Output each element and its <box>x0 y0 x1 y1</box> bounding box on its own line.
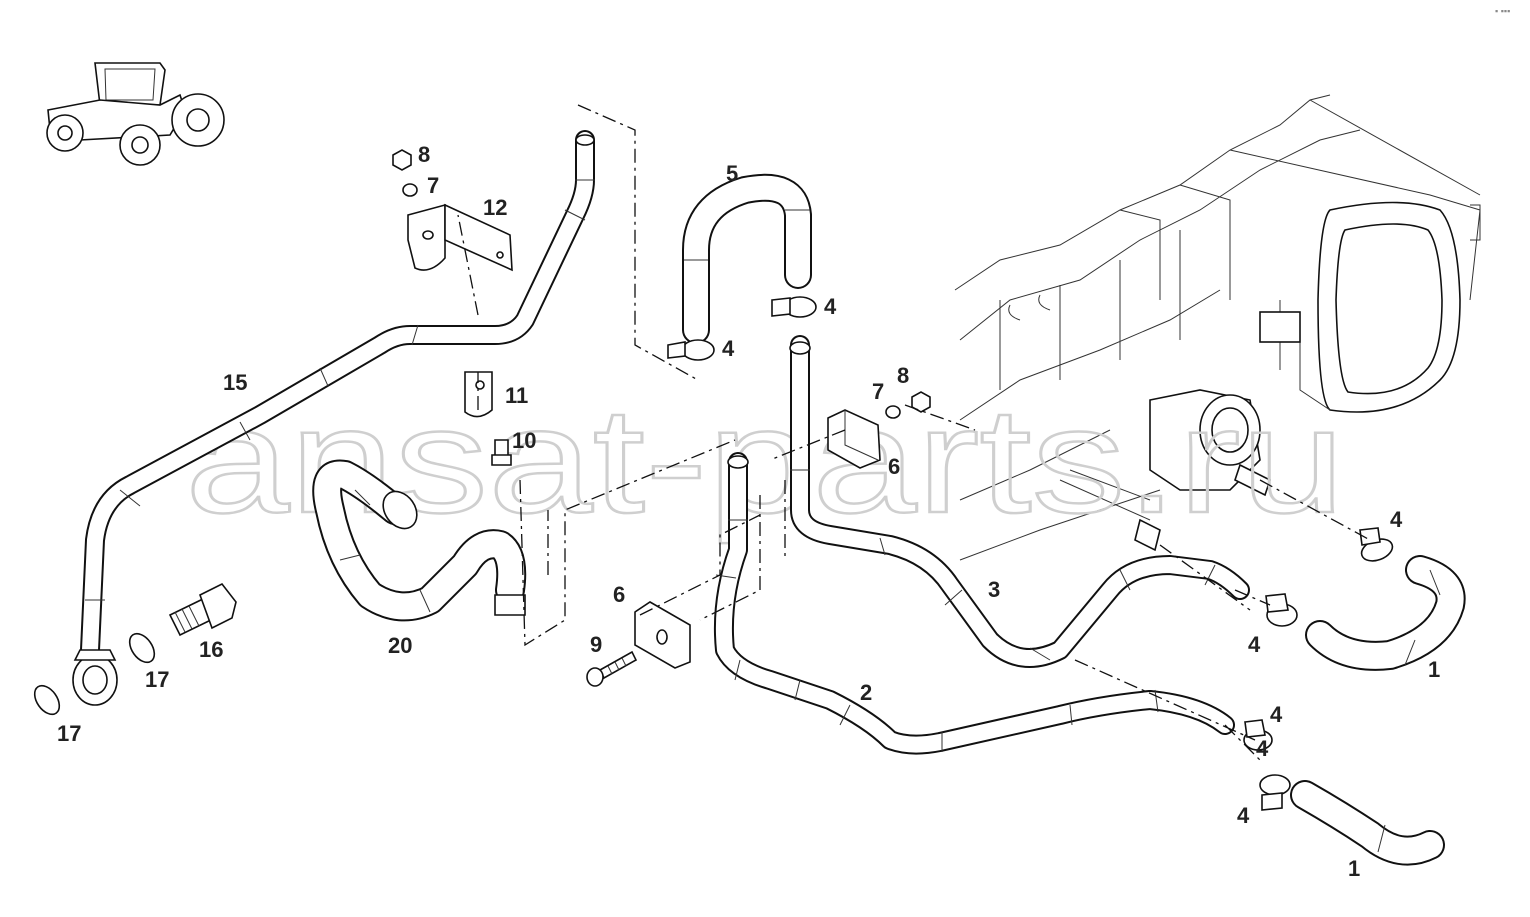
hose-20 <box>312 459 527 622</box>
callout-6-lower: 6 <box>613 582 625 607</box>
clamp-4-c <box>1359 527 1394 562</box>
banjo-bolt-16 <box>168 582 237 637</box>
callout-2: 2 <box>860 680 872 705</box>
callout-4-e: 4 <box>1270 702 1283 727</box>
hose-2 <box>713 452 1235 755</box>
hose-5 <box>682 173 812 344</box>
hose-1-lower <box>1290 780 1445 866</box>
callout-4-f: 4 <box>1256 736 1269 761</box>
clamp-4-e <box>1243 719 1273 751</box>
washer-17-upper <box>128 632 156 664</box>
corner-mark: ▪ ▪▪▪ <box>1495 6 1510 16</box>
washer-17-lower <box>33 684 61 716</box>
bracket-6-upper <box>827 409 881 469</box>
callout-16: 16 <box>199 637 223 662</box>
callout-17-upper: 17 <box>145 667 169 692</box>
callout-8-left: 8 <box>418 142 430 167</box>
callout-4-g: 4 <box>1237 803 1250 828</box>
bracket-12 <box>407 203 513 272</box>
callout-3: 3 <box>988 577 1000 602</box>
heater-housing <box>954 94 1481 561</box>
callout-4-d: 4 <box>1248 632 1261 657</box>
callout-12: 12 <box>483 195 507 220</box>
callout-6-upper: 6 <box>888 454 900 479</box>
callout-1-lower: 1 <box>1348 856 1360 881</box>
callout-7-right: 7 <box>872 379 884 404</box>
bolt-9 <box>586 650 638 687</box>
callout-15: 15 <box>223 370 247 395</box>
callout-11: 11 <box>505 383 528 408</box>
callout-8-right: 8 <box>897 363 909 388</box>
washer-7-left <box>402 183 418 197</box>
clamp-4-a <box>667 339 715 361</box>
watermark: ansat-parts.ru <box>185 376 1345 544</box>
clamp-4-f <box>1259 774 1291 811</box>
tractor-icon <box>46 62 225 166</box>
bolt-10 <box>491 439 512 466</box>
assembly-lines <box>457 104 1371 761</box>
clamp-4-d <box>1265 593 1298 627</box>
callout-4-b: 4 <box>824 294 837 319</box>
callout-17-lower: 17 <box>57 721 81 746</box>
hose-3 <box>789 335 1250 668</box>
callout-20: 20 <box>388 633 412 658</box>
hose-1-upper <box>1305 555 1466 671</box>
callout-5: 5 <box>726 161 738 186</box>
hose-15 <box>72 130 595 706</box>
washer-7-right <box>885 405 901 419</box>
callout-7-left: 7 <box>427 173 439 198</box>
water-valve <box>1059 389 1271 552</box>
clamp-4-b <box>771 296 817 318</box>
callout-1-upper: 1 <box>1428 657 1440 682</box>
callout-labels: 1 1 2 3 4 4 4 4 4 4 4 5 6 6 7 7 8 8 9 10… <box>57 142 1440 881</box>
callout-4-c: 4 <box>1390 507 1403 532</box>
callout-9: 9 <box>590 632 602 657</box>
nut-8-left <box>392 149 412 171</box>
callout-4-a: 4 <box>722 336 735 361</box>
bracket-6-lower <box>634 601 691 669</box>
callout-10: 10 <box>512 428 536 453</box>
